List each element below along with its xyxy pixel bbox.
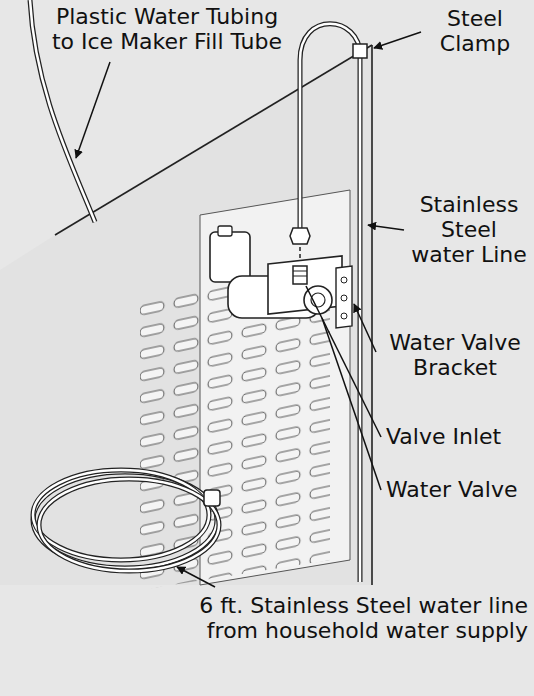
bracket-tab — [336, 266, 352, 328]
coil-loop-inner — [33, 470, 209, 560]
vent-grille — [140, 262, 330, 590]
inlet-thread — [293, 271, 307, 272]
leader-line — [368, 225, 404, 230]
inlet-thread — [293, 276, 307, 277]
bracket-screw — [341, 313, 347, 319]
bracket-screw — [341, 295, 347, 301]
coil-loop — [39, 479, 219, 571]
callout-label: Steel Clamp — [425, 6, 525, 56]
steel-clamp — [353, 44, 367, 58]
bracket-screw — [341, 277, 347, 283]
valve-inlet — [293, 266, 307, 284]
callout-label: Plastic Water Tubing to Ice Maker Fill T… — [47, 4, 287, 54]
coil-end-nut — [204, 490, 220, 506]
leader-line — [306, 286, 381, 437]
valve-solenoid — [210, 232, 250, 282]
leader-line — [322, 318, 381, 490]
cabinet-corner-edge — [371, 45, 373, 585]
valve-bracket — [268, 256, 342, 314]
callout-label: Water Valve — [386, 477, 530, 502]
leader-line — [177, 567, 215, 587]
callout-label: Water Valve Bracket — [380, 330, 530, 380]
callout-label: 6 ft. Stainless Steel water line from ho… — [166, 593, 528, 643]
callout-label: Valve Inlet — [386, 424, 530, 449]
coil-loop — [33, 470, 209, 560]
callout-label: Stainless Steel water Line — [408, 192, 530, 267]
leader-line — [76, 62, 110, 158]
leader-line — [374, 32, 421, 48]
leader-line — [354, 304, 376, 352]
coiled-line — [33, 470, 220, 571]
coil-loop-inner — [39, 479, 219, 571]
solenoid-terminal — [218, 226, 232, 236]
stainless-line-inner — [300, 24, 360, 582]
compression-nut — [290, 228, 310, 244]
stainless-line — [300, 24, 360, 582]
